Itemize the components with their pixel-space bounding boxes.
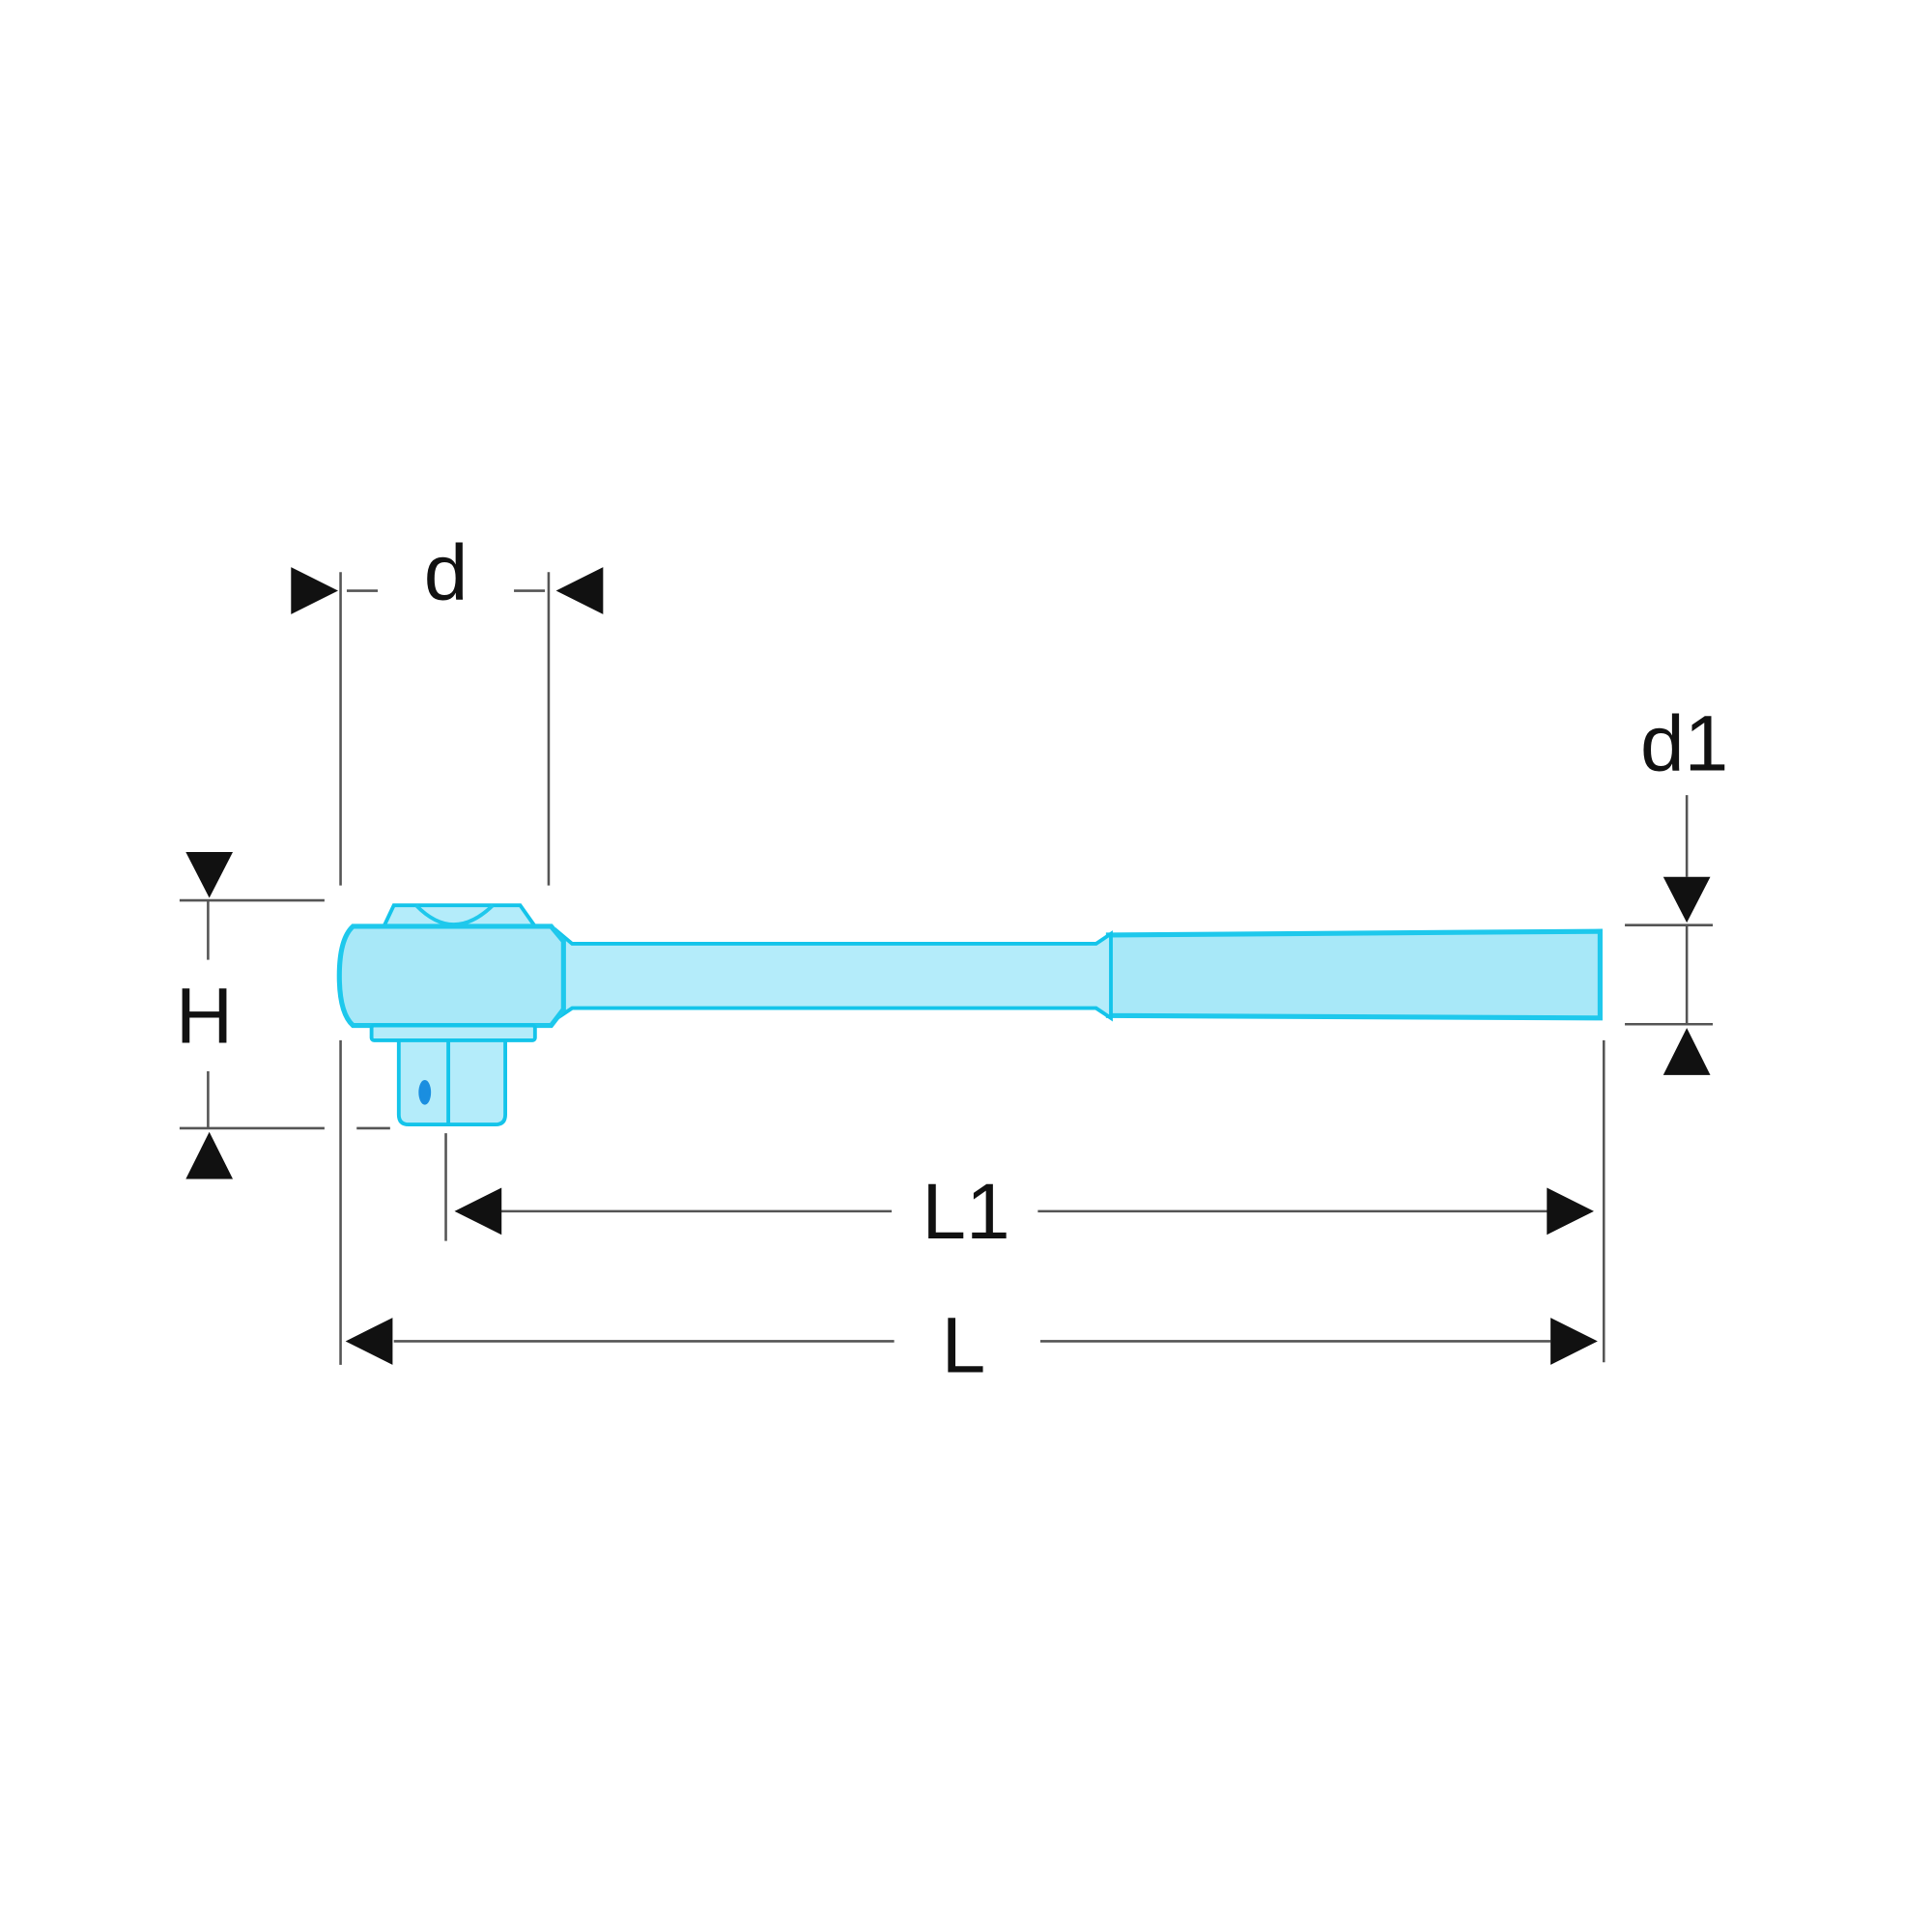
ratchet-wrench [336, 903, 1603, 1127]
wrench-head [336, 923, 566, 1029]
dimension-l1: L1 [444, 1039, 1605, 1363]
label-h: H [176, 972, 233, 1060]
label-d: d [424, 529, 469, 617]
label-d1: d1 [1640, 699, 1728, 787]
dimension-h: H [176, 852, 390, 1179]
dimension-d: d [291, 529, 604, 886]
arrow-up-icon [185, 1131, 234, 1179]
arrow-right-icon [291, 567, 338, 614]
square-drive [396, 1038, 507, 1127]
arrow-left-icon [454, 1187, 502, 1236]
wrench-handle [555, 926, 1113, 1022]
arrow-left-icon [555, 567, 604, 614]
arrow-down-icon [185, 852, 234, 898]
label-l: L [942, 1302, 986, 1390]
ball-detent [418, 1079, 432, 1105]
arrow-up-icon [1662, 1028, 1711, 1075]
arrow-left-icon [345, 1318, 393, 1365]
drive-collar [369, 1023, 537, 1042]
dimension-l: L [339, 1039, 1598, 1390]
label-l1: L1 [922, 1168, 1009, 1256]
wrench-grip [1105, 928, 1603, 1021]
arrow-right-icon [1547, 1187, 1594, 1236]
dimension-d1: d1 [1625, 699, 1728, 1075]
arrow-down-icon [1662, 876, 1711, 923]
arrow-right-icon [1550, 1318, 1598, 1365]
